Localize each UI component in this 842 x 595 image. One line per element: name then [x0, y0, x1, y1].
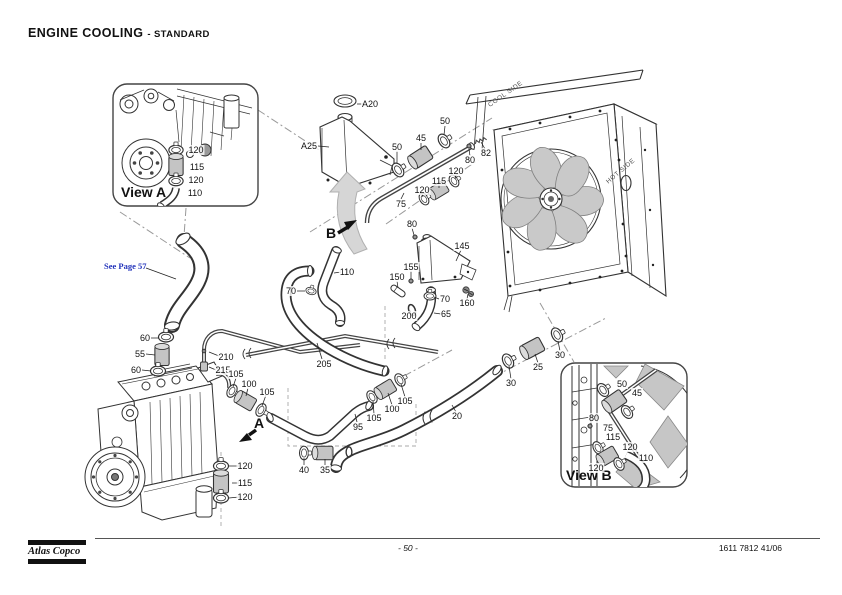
part-callout-105: 105	[365, 413, 383, 423]
logo-bar-top	[28, 540, 86, 545]
part-callout-115: 115	[430, 176, 448, 186]
logo-bar-bottom	[28, 559, 86, 564]
part-callout-120: 120	[187, 145, 205, 155]
part-callout-120: 120	[587, 463, 605, 473]
fan-blades	[501, 147, 605, 251]
part-callout-110: 110	[338, 267, 356, 277]
part-callout-120: 120	[621, 442, 639, 452]
logo-text: Atlas Copco	[28, 546, 81, 557]
part-callout-145: 145	[453, 241, 471, 251]
part-callout-20: 20	[450, 411, 464, 421]
view-a-art	[119, 88, 253, 206]
flow-arrow	[328, 171, 368, 255]
part-callout-25: 25	[531, 362, 545, 372]
part-callout-35: 35	[318, 465, 332, 475]
part-callout-45: 45	[630, 388, 644, 398]
page-subtitle: - STANDARD	[147, 29, 210, 40]
radiator	[465, 69, 667, 313]
part-callout-a20: A20	[360, 99, 380, 109]
part-callout-110: 110	[637, 453, 655, 463]
part-callout-40: 40	[297, 465, 311, 475]
part-callout-45: 45	[414, 133, 428, 143]
part-callout-65: 65	[439, 309, 453, 319]
part-callout-75: 75	[601, 423, 615, 433]
part-callout-100: 100	[240, 379, 258, 389]
view-a-title: View A	[121, 184, 167, 200]
view-b-art	[571, 363, 687, 487]
part-callout-70: 70	[284, 286, 298, 296]
part-callout-120: 120	[413, 185, 431, 195]
part-callout-160: 160	[458, 298, 476, 308]
part-callout-115: 115	[604, 432, 622, 442]
doc-number: 1611 7812 41/06	[718, 543, 782, 553]
see-page-link[interactable]: See Page 57	[104, 261, 147, 271]
footer-rule	[95, 538, 820, 539]
part-callout-82: 82	[479, 148, 493, 158]
part-callout-30: 30	[553, 350, 567, 360]
part-callout-120: 120	[236, 492, 254, 502]
part-callout-200: 200	[400, 311, 418, 321]
detail-marker-b: B	[325, 225, 337, 241]
part-callout-105: 105	[258, 387, 276, 397]
part-callout-60: 60	[129, 365, 143, 375]
engine	[84, 361, 232, 521]
view-b-box	[560, 362, 688, 488]
part-callout-115: 115	[236, 478, 254, 488]
part-callout-120: 120	[236, 461, 254, 471]
header-tank	[416, 234, 477, 284]
part-callout-60: 60	[138, 333, 152, 343]
part-callout-100: 100	[383, 404, 401, 414]
part-callout-80: 80	[405, 219, 419, 229]
part-callout-205: 205	[315, 359, 333, 369]
part-callout-215: 215	[214, 365, 232, 375]
detail-arrows	[239, 220, 357, 442]
part-callout-30: 30	[504, 378, 518, 388]
part-callout-50: 50	[615, 379, 629, 389]
page-title: ENGINE COOLING	[28, 26, 144, 40]
part-callout-80: 80	[463, 155, 477, 165]
filler-cap	[333, 94, 357, 108]
part-callout-120: 120	[447, 166, 465, 176]
part-callout-50: 50	[438, 116, 452, 126]
part-callout-80: 80	[587, 413, 601, 423]
part-callout-55: 55	[133, 349, 147, 359]
part-callout-150: 150	[388, 272, 406, 282]
atlas-copco-logo: Atlas Copco	[28, 540, 86, 564]
part-callout-95: 95	[351, 422, 365, 432]
expansion-tank	[319, 94, 395, 188]
part-callout-75: 75	[394, 199, 408, 209]
part-callout-105: 105	[396, 396, 414, 406]
part-callout-50: 50	[390, 142, 404, 152]
part-callout-155: 155	[402, 262, 420, 272]
part-callout-210: 210	[217, 352, 235, 362]
pipes	[202, 142, 475, 377]
part-callout-105: 105	[227, 369, 245, 379]
part-chains	[149, 129, 569, 504]
page-number: - 50 -	[398, 543, 418, 553]
part-callout-110: 110	[186, 188, 204, 198]
part-callout-120: 120	[187, 175, 205, 185]
part-callout-115: 115	[188, 162, 206, 172]
view-a-box	[112, 83, 259, 207]
detail-marker-a: A	[253, 415, 265, 431]
part-callout-70: 70	[438, 294, 452, 304]
page-header: ENGINE COOLING- STANDARD	[28, 24, 210, 42]
part-callout-a25: A25	[299, 141, 319, 151]
